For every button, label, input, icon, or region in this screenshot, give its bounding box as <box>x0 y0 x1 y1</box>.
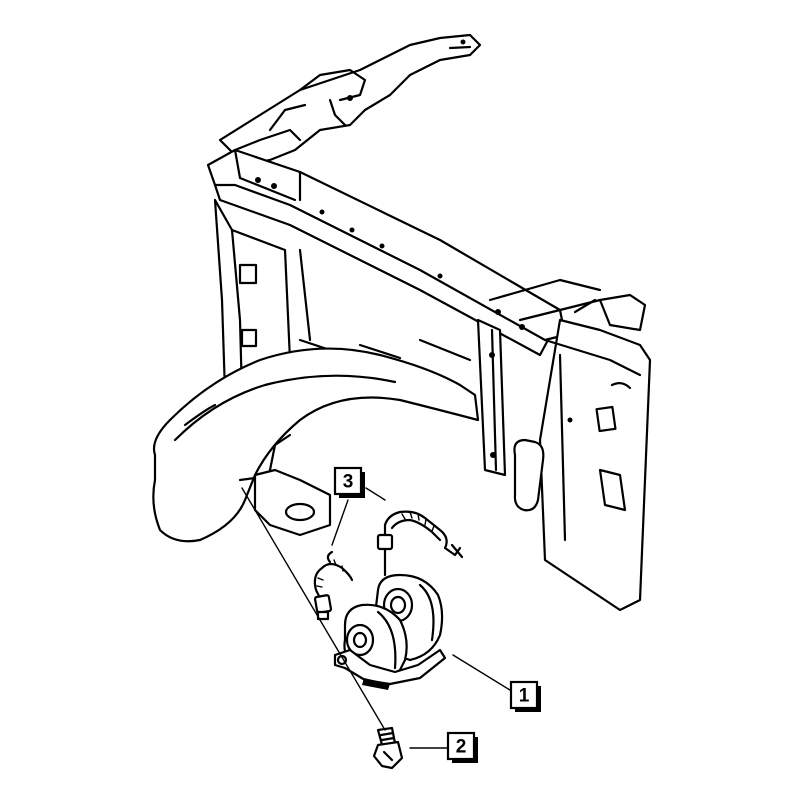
upper-frame-rail <box>218 33 482 167</box>
callout-2: 2 <box>446 731 478 763</box>
callout-1-label: 1 <box>519 686 530 707</box>
callout-2-label: 2 <box>456 737 467 758</box>
wiring-harness <box>313 510 464 621</box>
horn-assembly <box>333 573 447 690</box>
right-side-panel <box>513 293 652 612</box>
leader-lines <box>241 487 511 749</box>
callout-3-label: 3 <box>343 472 354 493</box>
callout-3: 3 <box>333 466 365 498</box>
callout-1: 1 <box>509 680 541 712</box>
radiator-crossmember <box>206 148 567 477</box>
mounting-bolt <box>372 726 404 770</box>
bumper-support-bracket <box>152 347 480 543</box>
